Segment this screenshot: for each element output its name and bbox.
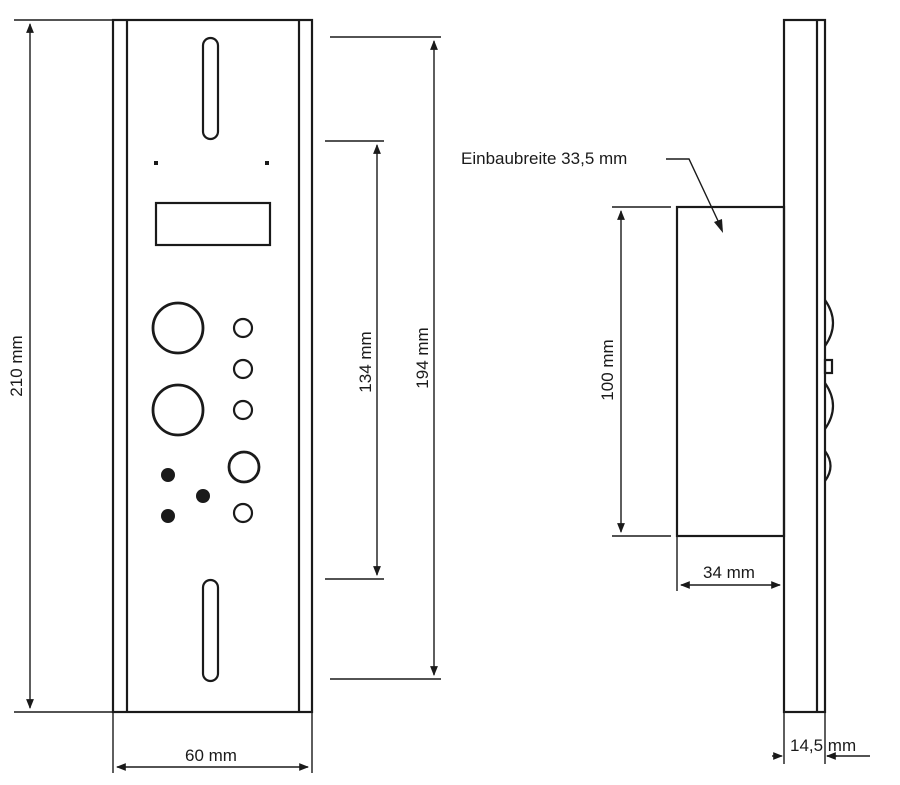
- indicator-dot-3: [161, 509, 175, 523]
- width-label: 60 mm: [185, 746, 237, 765]
- box-depth-dimension: 34 mm: [676, 536, 785, 712]
- indicator-dot-1: [161, 468, 175, 482]
- large-button-2: [151, 383, 205, 437]
- install-width-callout: Einbaubreite 33,5 mm: [461, 149, 723, 233]
- indicator-dot-2: [196, 489, 210, 503]
- width-dimension: 60 mm: [112, 712, 313, 773]
- display-window: [154, 201, 272, 247]
- install-box: [675, 205, 786, 538]
- height-label: 210 mm: [7, 335, 26, 396]
- small-button-1: [232, 317, 254, 339]
- button-profile-3: [824, 382, 835, 430]
- button-profile-2: [823, 358, 834, 375]
- outer-mounting-label: 194 mm: [413, 327, 432, 388]
- box-height-dimension: 100 mm: [598, 206, 671, 537]
- box-depth-label: 34 mm: [703, 563, 755, 582]
- outer-mounting-dimension: 194 mm: [330, 36, 441, 680]
- small-button-4: [232, 502, 254, 524]
- top-mounting-slot: [201, 36, 220, 141]
- small-button-2: [232, 358, 254, 380]
- install-width-label: Einbaubreite 33,5 mm: [461, 149, 627, 168]
- alignment-mark-left: [154, 161, 158, 165]
- small-button-3: [232, 399, 254, 421]
- inner-mounting-dimension: 134 mm: [325, 140, 384, 580]
- side-view: [675, 18, 835, 714]
- alignment-mark-right: [265, 161, 269, 165]
- panel-depth-label: 14,5 mm: [790, 736, 856, 755]
- bottom-mounting-slot: [201, 578, 220, 683]
- medium-button: [227, 450, 261, 484]
- front-panel-outline: [111, 18, 314, 714]
- button-profile-4: [824, 450, 832, 482]
- inner-mounting-label: 134 mm: [356, 331, 375, 392]
- front-view: [111, 18, 314, 714]
- panel-depth-dimension: 14,5 mm: [772, 712, 870, 764]
- box-height-label: 100 mm: [598, 339, 617, 400]
- side-faceplate: [782, 18, 827, 714]
- height-dimension: 210 mm: [7, 19, 113, 713]
- button-profile-1: [824, 299, 835, 347]
- large-button-1: [151, 301, 205, 355]
